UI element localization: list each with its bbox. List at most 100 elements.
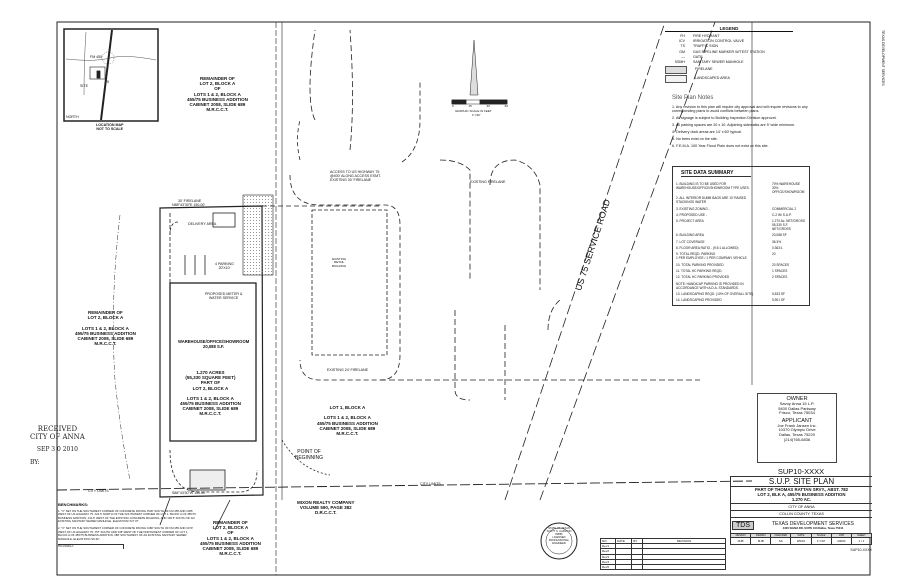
location-map-frame [63, 28, 159, 122]
site-data-label: 8. FLOOR AREA RATIO - (9.5:1 ALLOWED) [676, 246, 739, 251]
scale-ratio: 1"=30' [472, 113, 481, 117]
site-data-label: 3. EXISTING ZONING - [676, 206, 710, 211]
side-firm-text: TEXAS DEVELOPMENT SERVICES [881, 30, 885, 86]
site-data-value [772, 282, 806, 290]
city-limits-label-left: CITY LIMITS [88, 489, 109, 493]
job-info-value: SC [771, 536, 792, 544]
site-data-value: 70% WAREHOUSE 30% OFFICE/SHOWROOM [772, 182, 805, 194]
site-data-row: 13. LANDSCAPING REQD. (10% OF OVERALL SI… [673, 292, 809, 296]
building-label: WAREHOUSE/OFFICE/SHOWROOM 20,088 S.F. [178, 339, 250, 349]
site-data-value: 5,901 SF [772, 298, 785, 303]
site-data-summary-title: SITE DATA SUMMARY [681, 170, 751, 177]
lot-boundary [159, 205, 264, 498]
existing-retail-building [311, 209, 388, 356]
revision-row: Rev5 [599, 563, 726, 571]
applicant-title: APPLICANT [781, 417, 813, 424]
scale-tick: 60 [504, 104, 508, 108]
site-data-label: 1. BUILDING IS TO BE USED FOR WAREHOUSE/… [676, 182, 750, 190]
site-data-label: 11. TOTAL HC PARKING REQD. [676, 268, 723, 273]
city-name: CITY OF ANNA [731, 502, 872, 510]
site-data-row: 11. TOTAL HC PARKING REQD.1 SPACES [673, 269, 809, 273]
firelane-30-label: 30' FIRELANE [178, 199, 202, 203]
site-data-label: 7. LOT COVERAGE [676, 239, 705, 244]
bearing-top: N88°43'30"E 150.00' [172, 203, 206, 207]
parcel-remainder-top: REMAINDER OF LOT 2, BLOCK A OF LOTS 1 & … [187, 76, 248, 113]
existing-building-label: EXISTING RETAIL BUILDING [332, 257, 347, 268]
highway-line [100, 29, 113, 121]
note-item: 5. No trees exist on the site. [672, 137, 718, 142]
benchmark-item: 1. "X" SET ON THE SOUTHWEST CORNER OF CO… [58, 508, 196, 524]
legend-item: LANDSCAPED AREA [665, 74, 793, 84]
tds-logo: TDS [732, 520, 754, 530]
job-info-value: 10003 [831, 536, 852, 544]
site-data-value [772, 196, 806, 204]
site-data-label: 4. PROPOSED USE - [676, 212, 707, 217]
existing-firelane-label: EXISTING FIRELANE [470, 180, 506, 184]
case-number: SUP10-XXXX [777, 467, 825, 476]
delivery-area-label: DELIVERY AREA [188, 222, 217, 226]
parking-label: 4 PARKING 20'X10' [215, 262, 234, 271]
site-data-row: 9. TOTAL REQD. PARKING 1 PER EMPLOYEE / … [673, 252, 809, 260]
legend-item: —GATE [681, 54, 703, 59]
location-map-caption: LOCATION MAP NOT TO SCALE [96, 123, 124, 132]
sheet-title: S.U.P. SITE PLAN [768, 477, 835, 486]
site-data-value: 20 [772, 252, 776, 257]
job-info-value: 1 / 1 [851, 536, 872, 544]
parcel-remainder-bottom: REMAINDER OF LOT 2, BLOCK A OF LOTS 1 & … [200, 520, 261, 557]
note-item: 1. Any revision to this plan will requir… [672, 104, 808, 114]
site-data-label: NOTE: HANDICAP PARKING IS PROVIDED IN AC… [676, 281, 744, 290]
job-info-header: DESIGN [731, 533, 752, 537]
job-info-header: CHECKED [771, 533, 792, 537]
footer-case-number: SUP10-XXXX [850, 547, 872, 552]
site-data-value: 1.270 Ac. NET/GROSS 55,330 S.F. NET/GROS… [772, 219, 805, 232]
site-data-row: 8. FLOOR AREA RATIO - (9.5:1 ALLOWED)0.3… [673, 246, 809, 250]
site-data-row: 4. PROPOSED USE -C-2 W/ S.U.P. [673, 213, 809, 217]
site-data-row: 1. BUILDING IS TO BE USED FOR WAREHOUSE/… [673, 182, 809, 194]
site-data-summary: SITE DATA SUMMARY 1. BUILDING IS TO BE U… [672, 166, 810, 306]
engineer-seal: STATE OF TEXAS SCOTT S. CARLTON 80856 LI… [546, 527, 572, 545]
site-data-label: 5. PROJECT AREA [676, 219, 704, 224]
owner-details: Savoy Anna 15 L.P. 5400 Dallas Parkway F… [778, 401, 816, 416]
legend-item: FIRELANE [665, 65, 793, 75]
site-plan-notes-title: Site Plan Notes [672, 95, 714, 101]
site-data-value: 36.3% [772, 239, 782, 244]
title-block: SUP10-XXXX S.U.P. SITE PLAN PART OF THOM… [730, 467, 872, 552]
scale-label: GRAPHIC SCALE IN FEET [455, 109, 492, 113]
received-stamp: RECEIVED CITY OF ANNA SEP 3 0 2010 BY: [30, 425, 85, 466]
location-map-label-fm455: FM 455 [90, 55, 103, 59]
site-data-value: COMMERCIAL 2 [772, 206, 797, 211]
job-info-value: 9/5/10 [791, 536, 812, 544]
job-info-header: JOB [831, 533, 852, 537]
scale-ticks: 0 15 30 60 [452, 104, 508, 108]
city-limits-label-right: CITY LIMITS [420, 482, 441, 486]
location-map-label-north: NORTH [66, 115, 79, 119]
meter-label: PROPOSED METER & WATER SERVICE [205, 292, 243, 301]
scale-tick: 30 [486, 104, 490, 108]
job-info-value: MJB [731, 536, 752, 544]
site-data-label: 12. TOTAL HC PARKING PROVIDED [676, 275, 730, 280]
site-data-row: 2. ALL INTERIOR DUMB BAGS ARE 10' RAISED… [673, 196, 809, 204]
site-data-label: 6. BUILDING AREA [676, 233, 704, 238]
benchmark-item: 2. "X" SET ON THE SOUTHWEST CORNER OF CO… [58, 525, 194, 541]
job-info-value: 1"=30' [811, 536, 832, 544]
site-data-label: 2. ALL INTERIOR DUMB BAGS ARE 10' RAISED… [676, 196, 747, 205]
owner-applicant-box: OWNER Savoy Anna 15 L.P. 5400 Dallas Par… [757, 393, 837, 463]
note-item: 3. All parking spaces are 20 x 10. Adjoi… [672, 123, 796, 128]
access-label: ACCESS TO US HIGHWAY 75 @400' ALONG ACCE… [330, 170, 381, 183]
site-data-label: 10. TOTAL PARKING PROVIDED [676, 262, 724, 267]
location-map-label-site: SITE [80, 84, 88, 88]
benchmarks: BENCHMARKS: 1. "X" SET ON THE SOUTHWEST … [58, 503, 198, 549]
site-data-row: NOTE: HANDICAP PARKING IS PROVIDED IN AC… [673, 282, 809, 290]
job-info-header: DRAWN [751, 533, 772, 537]
